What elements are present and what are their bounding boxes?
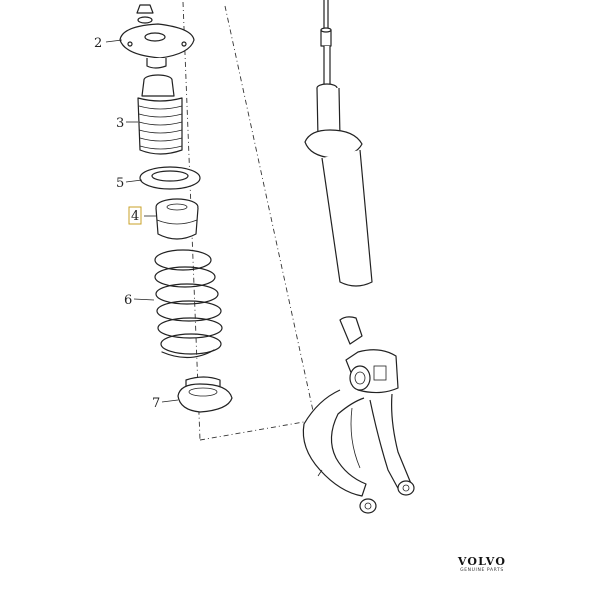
exploded-view-boundary (182, 1, 316, 441)
callout-3[interactable]: 3 (116, 116, 124, 131)
lower-spring-seat[interactable] (177, 376, 233, 413)
strut-top-mount[interactable] (119, 4, 195, 69)
shock-absorber[interactable] (304, 0, 373, 287)
callout-2[interactable]: 2 (94, 36, 102, 51)
callout-4[interactable]: 4 (131, 209, 139, 224)
coil-spring[interactable] (154, 249, 223, 359)
brand-name: VOLVO (457, 555, 507, 568)
upper-spring-seat[interactable] (139, 166, 201, 190)
callout-6[interactable]: 6 (124, 293, 132, 308)
callout-leaders (105, 39, 179, 403)
steering-knuckle[interactable] (302, 316, 415, 514)
callout-5[interactable]: 5 (116, 176, 124, 191)
callout-7[interactable]: 7 (152, 396, 160, 411)
brand-logo: VOLVO GENUINE PARTS (452, 556, 512, 574)
bump-stop[interactable] (155, 198, 199, 240)
callout-4-highlight (128, 206, 142, 225)
brand-subtitle: GENUINE PARTS (460, 568, 504, 573)
strut-dust-boot[interactable] (137, 74, 183, 155)
